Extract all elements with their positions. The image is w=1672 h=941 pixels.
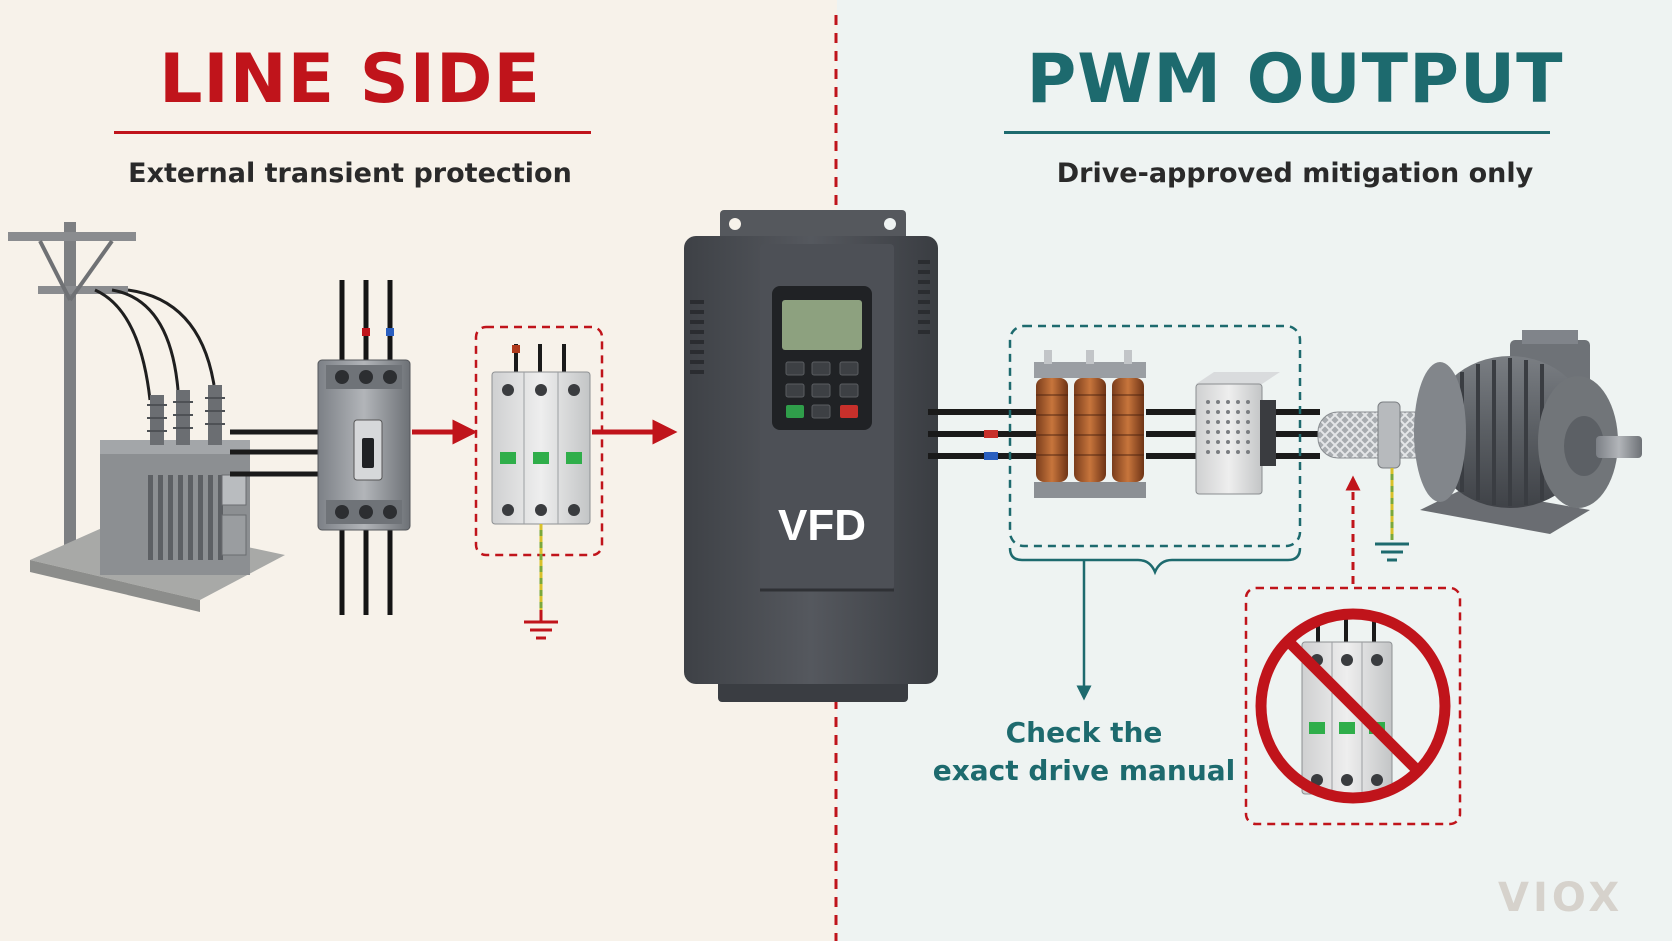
breaker-icon [317, 280, 411, 615]
ground-symbol-left [524, 610, 558, 640]
line-side-heading: LINE SIDE [159, 40, 541, 119]
utility-pole-icon [8, 222, 216, 562]
prohibited-box [1244, 586, 1462, 826]
output-subtitle: Drive-approved mitigation only [1056, 158, 1534, 189]
manual-note-line2: exact drive manual [932, 753, 1236, 787]
manual-note: Check the exact drive manual [924, 714, 1244, 790]
line-side-rule [114, 131, 591, 134]
manual-note-line1: Check the [1005, 716, 1163, 749]
spd-highlight-box [474, 325, 604, 557]
vfd-label: VFD [778, 501, 866, 550]
motor-icon [1414, 330, 1642, 534]
output-rule [1004, 131, 1550, 134]
vfd-display [782, 300, 862, 350]
filter-icon [1195, 372, 1280, 495]
line-side-subtitle: External transient protection [128, 158, 572, 189]
feeder-wires [230, 429, 318, 477]
output-heading: PWM OUTPUT [1026, 40, 1564, 119]
brand-watermark: VIOX [1498, 875, 1624, 921]
group-brace [1008, 547, 1302, 576]
no-spd-icon [1244, 586, 1462, 826]
ground-symbol-right [1375, 542, 1409, 562]
spd-icon [474, 325, 604, 640]
output-wires [928, 409, 1320, 460]
reactor-icon [1034, 350, 1146, 498]
vfd-icon: VFD [684, 210, 938, 702]
mitigation-group-box [1008, 324, 1302, 548]
transformer-icon [30, 385, 285, 612]
